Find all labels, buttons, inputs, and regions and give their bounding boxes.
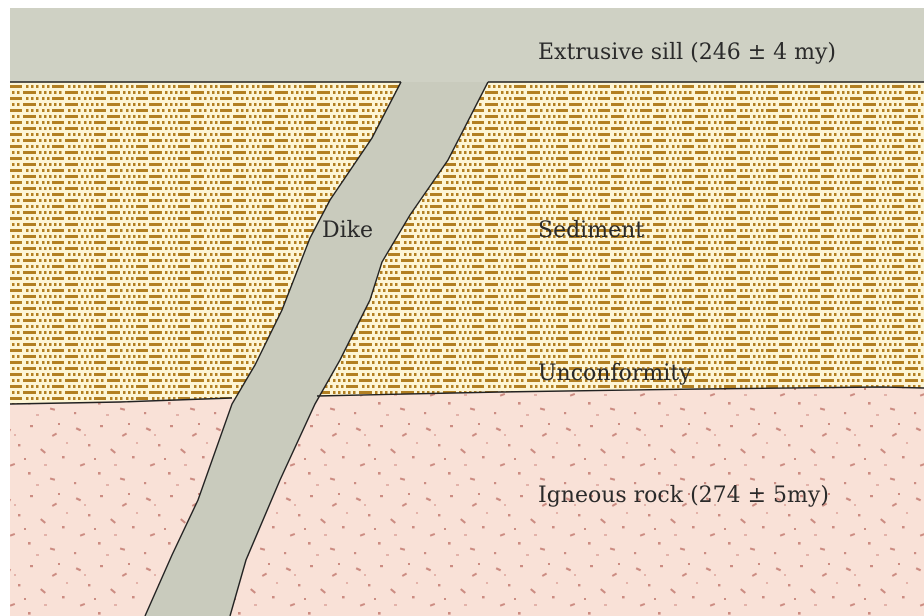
sediment-label: Sediment xyxy=(538,218,644,243)
unconformity-label: Unconformity xyxy=(538,361,692,386)
dike-label: Dike xyxy=(322,218,373,243)
igneous-rock-label: Igneous rock (274 ± 5my) xyxy=(538,483,829,508)
sediment-layer xyxy=(10,82,924,404)
extrusive-sill-label: Extrusive sill (246 ± 4 my) xyxy=(538,40,836,65)
